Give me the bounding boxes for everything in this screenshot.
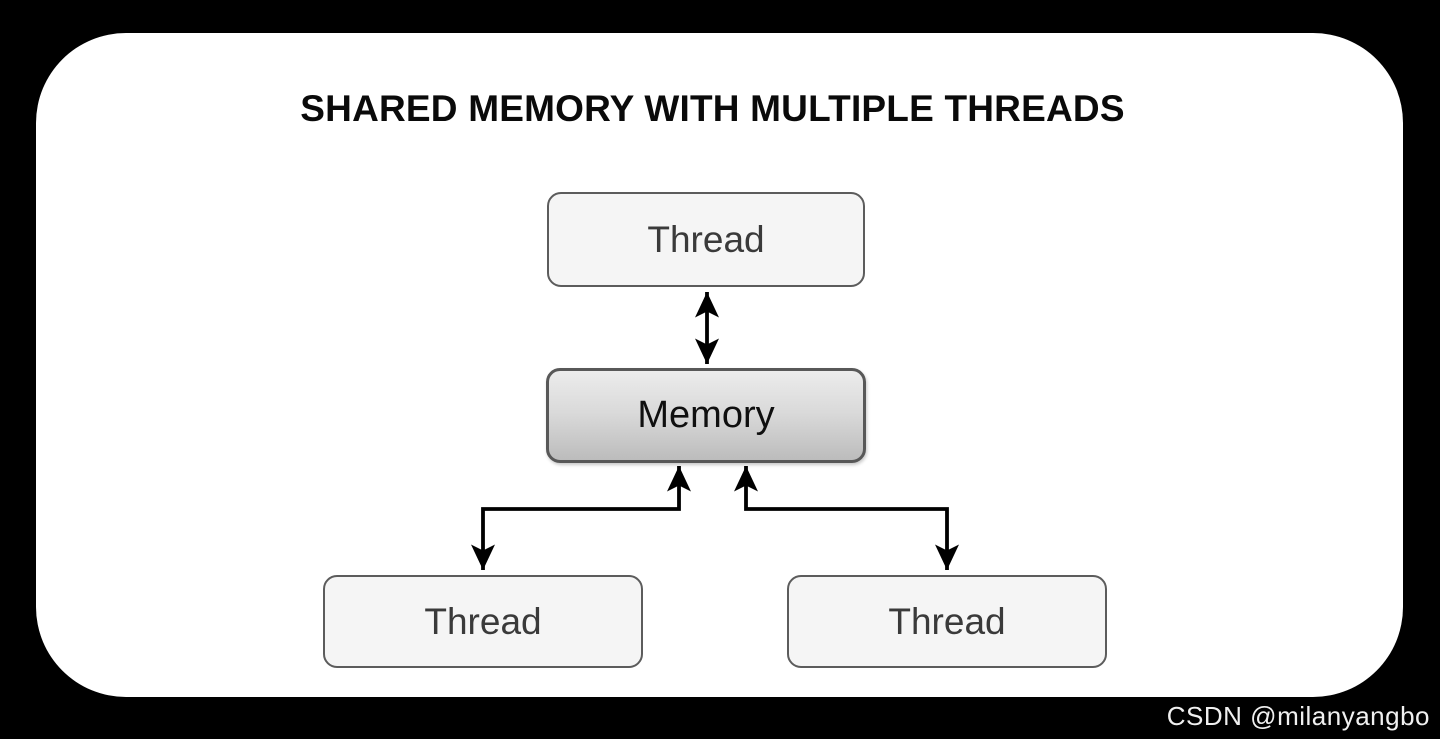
- node-thread-bottom-left: Thread: [323, 575, 643, 668]
- diagram-title: SHARED MEMORY WITH MULTIPLE THREADS: [300, 88, 1125, 129]
- node-thread-top: Thread: [547, 192, 865, 287]
- node-thread-bottom-left-label: Thread: [424, 600, 542, 642]
- node-thread-bottom-right: Thread: [787, 575, 1107, 668]
- diagram-panel: [36, 33, 1403, 697]
- watermark: CSDN @milanyangbo: [1166, 701, 1430, 731]
- node-thread-bottom-right-label: Thread: [888, 600, 1006, 642]
- node-thread-top-label: Thread: [647, 218, 765, 260]
- node-memory-label: Memory: [637, 394, 775, 436]
- node-memory: Memory: [546, 368, 866, 463]
